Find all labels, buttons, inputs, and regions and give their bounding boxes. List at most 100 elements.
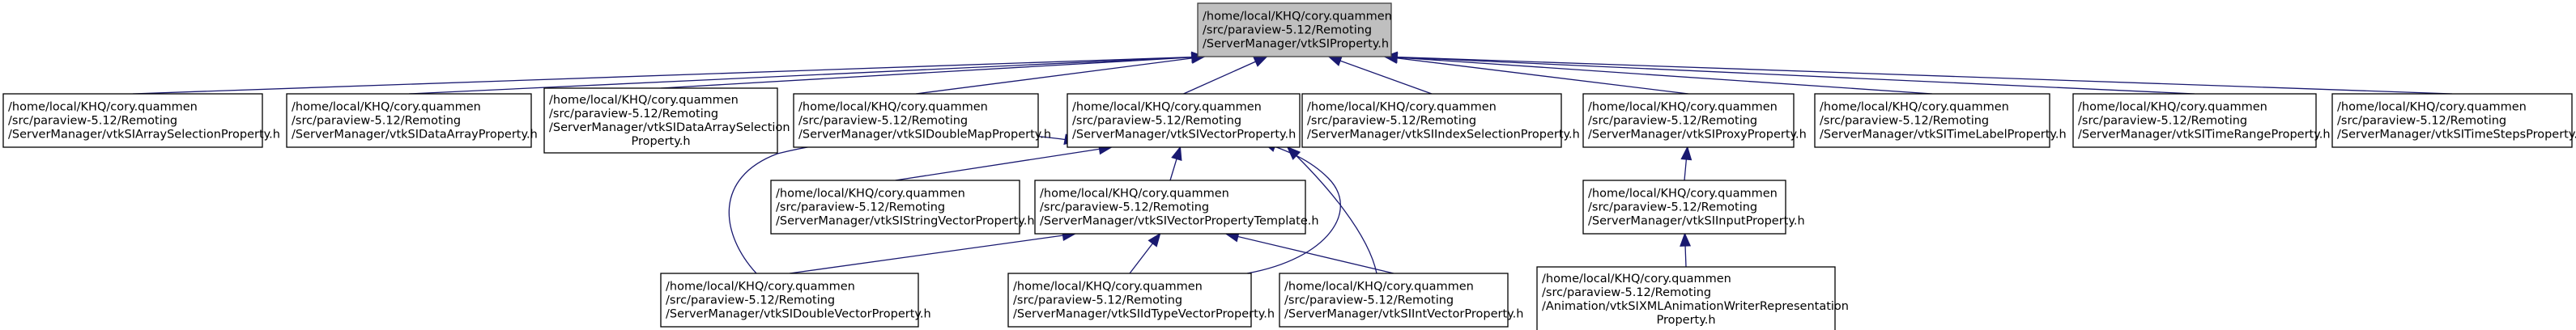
node-box[interactable]	[2, 93, 263, 148]
node-label-line: /src/paraview-5.12/Remoting	[2078, 115, 2247, 128]
node-box[interactable]	[1301, 93, 1562, 148]
node-label-line: /home/local/KHQ/cory.quammen	[549, 94, 739, 107]
node-label-line: /home/local/KHQ/cory.quammen	[2078, 101, 2267, 114]
node-vtkSIIdTypeVectorProperty[interactable]: /home/local/KHQ/cory.quammen/src/paravie…	[1007, 273, 1275, 328]
edge-vtkSIIdTypeVectorProperty-to-vtkSIVectorPropertyTemplate	[1129, 232, 1161, 274]
node-label-line: /home/local/KHQ/cory.quammen	[666, 281, 855, 294]
node-label-line: /src/paraview-5.12/Remoting	[1307, 115, 1476, 128]
node-box[interactable]	[2331, 93, 2573, 148]
node-label-line: Property.h	[1656, 314, 1715, 327]
edge-arrowhead	[1147, 232, 1161, 248]
node-box[interactable]	[1536, 266, 1836, 330]
node-box[interactable]	[1582, 180, 1786, 235]
node-label-line: /home/local/KHQ/cory.quammen	[776, 188, 965, 201]
node-label-line: /ServerManager/vtkSIStringVectorProperty…	[776, 215, 1035, 228]
node-label-line: /src/paraview-5.12/Remoting	[1284, 294, 1454, 307]
node-vtkSITimeLabelProperty[interactable]: /home/local/KHQ/cory.quammen/src/paravie…	[1814, 93, 2067, 148]
node-label-line: /ServerManager/vtkSIIdTypeVectorProperty…	[1013, 308, 1275, 321]
node-box[interactable]	[543, 87, 778, 154]
edge-line	[1384, 56, 2453, 95]
edge-vtkSIXMLAnimationWriterRepresentationProperty-to-vtkSIInputProperty	[1680, 232, 1692, 268]
edge-line	[915, 56, 1205, 95]
node-label-line: Property.h	[631, 135, 690, 148]
node-label-line: /home/local/KHQ/cory.quammen	[1013, 281, 1203, 294]
node-label-line: /src/paraview-5.12/Remoting	[1542, 286, 1711, 299]
node-vtkSIDoubleVectorProperty[interactable]: /home/local/KHQ/cory.quammen/src/paravie…	[660, 273, 931, 328]
node-box[interactable]	[660, 273, 919, 328]
node-vtkSIVectorProperty[interactable]: /home/local/KHQ/cory.quammen/src/paravie…	[1067, 93, 1301, 148]
node-box[interactable]	[1197, 2, 1392, 57]
edge-vtkSIDataArrayProperty-to-vtkSIProperty	[408, 51, 1206, 95]
node-vtkSIProperty[interactable]: /home/local/KHQ/cory.quammen/src/paravie…	[1197, 2, 1392, 57]
node-vtkSIVectorPropertyTemplate[interactable]: /home/local/KHQ/cory.quammen/src/paravie…	[1034, 180, 1319, 235]
node-label-line: /src/paraview-5.12/Remoting	[549, 108, 718, 121]
node-label-line: /home/local/KHQ/cory.quammen	[1284, 281, 1474, 294]
node-label-line: /src/paraview-5.12/Remoting	[776, 201, 945, 214]
edge-arrowhead	[1680, 232, 1692, 247]
node-vtkSIIntVectorProperty[interactable]: /home/local/KHQ/cory.quammen/src/paravie…	[1279, 273, 1523, 328]
node-label-line: /src/paraview-5.12/Remoting	[798, 115, 968, 128]
node-label-line: /src/paraview-5.12/Remoting	[2337, 115, 2506, 128]
edge-arrowhead	[1327, 55, 1343, 66]
node-vtkSIInputProperty[interactable]: /home/local/KHQ/cory.quammen/src/paravie…	[1582, 180, 1805, 235]
node-label-line: /home/local/KHQ/cory.quammen	[8, 101, 198, 114]
edges-layer	[132, 51, 2453, 274]
edge-vtkSIDoubleVectorProperty-to-vtkSIVectorPropertyTemplate	[789, 230, 1077, 274]
node-box[interactable]	[1279, 273, 1509, 328]
node-box[interactable]	[770, 180, 1020, 235]
node-vtkSITimeRangeProperty[interactable]: /home/local/KHQ/cory.quammen/src/paravie…	[2072, 93, 2331, 148]
node-vtkSIArraySelectionProperty[interactable]: /home/local/KHQ/cory.quammen/src/paravie…	[2, 93, 280, 148]
node-label-line: /home/local/KHQ/cory.quammen	[1542, 273, 1731, 286]
node-label-line: /home/local/KHQ/cory.quammen	[1588, 188, 1778, 201]
edge-line	[660, 56, 1205, 89]
node-vtkSIDoubleMapProperty[interactable]: /home/local/KHQ/cory.quammen/src/paravie…	[793, 93, 1051, 148]
node-box[interactable]	[1007, 273, 1252, 328]
node-vtkSIXMLAnimationWriterRepresentationProperty[interactable]: /home/local/KHQ/cory.quammen/src/paravie…	[1536, 266, 1849, 330]
node-label-line: /ServerManager/vtkSIProxyProperty.h	[1588, 129, 1807, 142]
node-box[interactable]	[1034, 180, 1306, 235]
edge-vtkSIIntVectorProperty-to-vtkSIVectorPropertyTemplate	[1224, 231, 1394, 274]
node-label-line: /ServerManager/vtkSIVectorPropertyTempla…	[1040, 215, 1319, 228]
node-label-line: /home/local/KHQ/cory.quammen	[1307, 101, 1497, 114]
edge-arrowhead	[1680, 146, 1692, 161]
edge-line	[1246, 142, 1341, 274]
node-box[interactable]	[286, 93, 532, 148]
edge-vtkSIInputProperty-to-vtkSIProxyProperty	[1680, 146, 1692, 181]
node-label-line: /ServerManager/vtkSIArraySelectionProper…	[8, 129, 280, 142]
node-vtkSITimeStepsProperty[interactable]: /home/local/KHQ/cory.quammen/src/paravie…	[2331, 93, 2576, 148]
node-vtkSIStringVectorProperty[interactable]: /home/local/KHQ/cory.quammen/src/paravie…	[770, 180, 1035, 235]
node-label-line: /src/paraview-5.12/Remoting	[1013, 294, 1182, 307]
node-vtkSIDataArrayProperty[interactable]: /home/local/KHQ/cory.quammen/src/paravie…	[286, 93, 538, 148]
node-label-line: /ServerManager/vtkSITimeStepsProperty.h	[2337, 129, 2576, 142]
node-box[interactable]	[2072, 93, 2317, 148]
edge-vtkSIDataArraySelectionProperty-to-vtkSIProperty	[660, 51, 1206, 89]
edge-vtkSIIndexSelectionProperty-to-vtkSIProperty	[1327, 55, 1433, 95]
node-box[interactable]	[1814, 93, 2050, 148]
node-label-line: /src/paraview-5.12/Remoting	[666, 294, 835, 307]
node-label-line: /src/paraview-5.12/Remoting	[1588, 115, 1757, 128]
edge-vtkSITimeStepsProperty-to-vtkSIProperty	[1383, 51, 2453, 95]
node-vtkSIProxyProperty[interactable]: /home/local/KHQ/cory.quammen/src/paravie…	[1582, 93, 1807, 148]
node-label-line: /ServerManager/vtkSIDoubleMapProperty.h	[798, 129, 1051, 142]
node-box[interactable]	[1067, 93, 1301, 148]
node-label-line: /src/paraview-5.12/Remoting	[1588, 201, 1757, 214]
node-vtkSIIndexSelectionProperty[interactable]: /home/local/KHQ/cory.quammen/src/paravie…	[1301, 93, 1580, 148]
node-label-line: /ServerManager/vtkSITimeRangeProperty.h	[2078, 129, 2331, 142]
edge-line	[1384, 56, 2195, 95]
edge-line	[132, 56, 1205, 95]
edge-line	[1183, 56, 1267, 95]
edge-vtkSIStringVectorProperty-to-vtkSIVectorProperty	[895, 143, 1113, 181]
node-label-line: /ServerManager/vtkSIDataArrayProperty.h	[292, 129, 538, 142]
edge-line	[895, 146, 1112, 181]
node-label-line: /home/local/KHQ/cory.quammen	[798, 101, 988, 114]
node-label-line: /ServerManager/vtkSIIntVectorProperty.h	[1284, 308, 1523, 321]
node-vtkSIDataArraySelectionProperty[interactable]: /home/local/KHQ/cory.quammen/src/paravie…	[543, 87, 790, 154]
node-label-line: /src/paraview-5.12/Remoting	[292, 115, 461, 128]
node-box[interactable]	[793, 93, 1039, 148]
edge-vtkSIIntVectorProperty-to-vtkSIVectorProperty	[1286, 146, 1377, 274]
edge-line	[1384, 56, 1689, 95]
node-box[interactable]	[1582, 93, 1795, 148]
node-label-line: /src/paraview-5.12/Remoting	[1072, 115, 1241, 128]
